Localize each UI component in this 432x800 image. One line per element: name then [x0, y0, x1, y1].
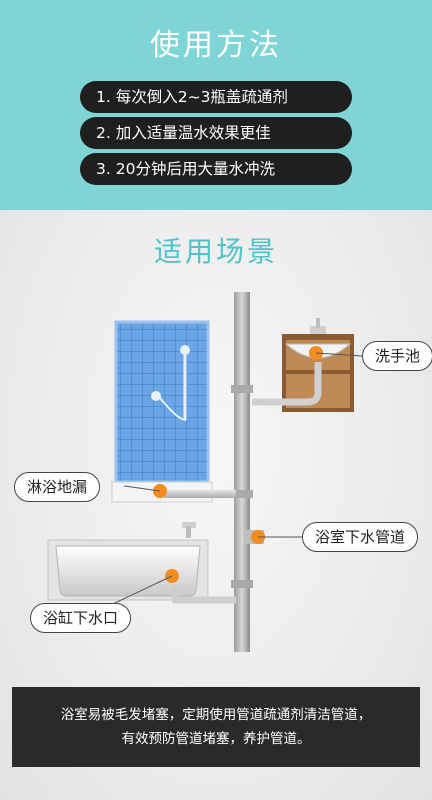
- bathroom-illustration: [47, 292, 363, 652]
- label-shower-drain: 淋浴地漏: [14, 472, 101, 502]
- label-bathroom-pipe: 浴室下水管道: [302, 522, 419, 552]
- step-3: 3. 20分钟后用大量水冲洗: [80, 153, 352, 185]
- page-title: 使用方法: [150, 28, 282, 63]
- step-2: 2. 加入适量温水效果更佳: [80, 117, 352, 149]
- note-line-1: 浴室易被毛发堵塞，定期使用管道疏通剂清洁管道，: [60, 707, 372, 723]
- maintenance-note: 浴室易被毛发堵塞，定期使用管道疏通剂清洁管道， 有效预防管道堵塞，养护管道。: [12, 687, 420, 767]
- shower-tiles: [114, 320, 210, 484]
- label-washbasin: 洗手池: [362, 341, 432, 371]
- label-bathtub-drain: 浴缸下水口: [30, 603, 132, 633]
- washbasin-cabinet: [252, 318, 354, 412]
- main-drain-pipe: [234, 292, 250, 652]
- scenes-title: 适用场景: [153, 235, 278, 268]
- note-line-2: 有效预防管道堵塞，养护管道。: [121, 731, 311, 747]
- step-1: 1. 每次倒入2~3瓶盖疏通剂: [80, 81, 352, 113]
- bathtub: [47, 522, 209, 601]
